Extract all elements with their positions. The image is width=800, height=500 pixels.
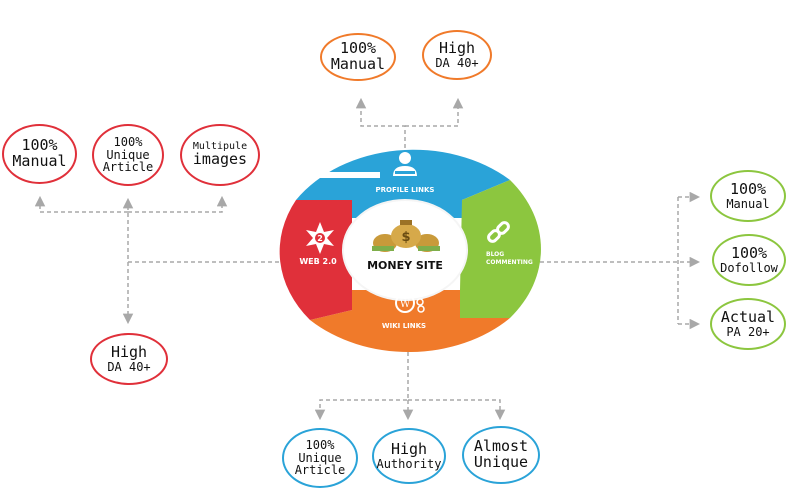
left-bubble-unique-article: 100% Unique Article — [92, 124, 164, 186]
bubble-line: 100% — [305, 438, 335, 453]
top-bubble-da: High DA 40+ — [422, 30, 492, 80]
profile-links-label: PROFILE LINKS — [376, 186, 435, 194]
bubble-line: Multipule — [192, 140, 248, 152]
bubble-line: 100% — [113, 135, 143, 150]
bubble-line: 100% — [729, 179, 767, 198]
wiki-links-segment[interactable] — [310, 290, 510, 353]
wiki-links-label: WIKI LINKS — [382, 322, 426, 330]
bubble-line: Article — [102, 160, 154, 175]
blog-label-line1: BLOG — [486, 251, 504, 258]
star-icon: 2 — [306, 222, 334, 254]
user-icon — [393, 152, 417, 176]
bubble-line: Manual — [330, 55, 386, 73]
blog-commenting-segment[interactable] — [460, 180, 541, 318]
bubble-line: Actual — [720, 307, 776, 326]
right-bubble-pa: Actual PA 20+ — [710, 298, 786, 350]
web20-label: WEB 2.0 — [299, 257, 337, 266]
bubble-line: Almost — [473, 437, 529, 456]
wiki-icon: W — [395, 293, 425, 313]
right-bubble-dofollow: 100% Dofollow — [712, 234, 786, 286]
top-bubble-manual: 100% Manual — [320, 33, 396, 81]
left-bubble-manual: 100% Manual — [2, 124, 77, 184]
bubble-line: Article — [294, 463, 346, 478]
ring — [268, 149, 541, 353]
bubble-line: High — [390, 439, 428, 458]
bubble-line: High — [438, 38, 476, 57]
bubble-line: PA 20+ — [726, 324, 770, 339]
center-circle — [342, 199, 468, 301]
bubble-line: Manual — [726, 196, 770, 211]
bubble-line: Dofollow — [720, 260, 778, 275]
bottom-bubble-authority: High Authority — [372, 428, 446, 484]
blog-label-line2: COMMENTING — [486, 259, 533, 266]
bubble-line: DA 40+ — [107, 359, 151, 374]
web20-segment[interactable] — [279, 200, 352, 320]
stripe-decoration — [268, 172, 380, 178]
svg-text:W: W — [400, 299, 411, 310]
bubble-line: 100% — [730, 243, 768, 262]
profile-links-segment[interactable] — [296, 149, 510, 218]
right-bubble-manual: 100% Manual — [710, 170, 786, 222]
bubble-line: images — [192, 150, 248, 169]
bubble-line: DA 40+ — [435, 55, 479, 70]
bottom-bubble-almost-unique: Almost Unique — [462, 426, 540, 484]
svg-text:$: $ — [401, 230, 410, 245]
left-bubble-images: Multipule images — [180, 124, 260, 186]
money-bags-icon: $ — [372, 220, 440, 252]
bubble-line: Unique — [298, 450, 342, 465]
bubble-line: Unique — [106, 147, 150, 162]
bubble-line: 100% — [21, 136, 58, 155]
bubble-line: Manual — [12, 152, 67, 170]
bubble-line: 100% — [339, 39, 377, 58]
bubble-line: Unique — [473, 453, 529, 471]
chain-link-icon — [487, 221, 510, 243]
bubble-line: Authority — [376, 456, 442, 471]
connector-lines — [34, 97, 701, 421]
money-site-label: MONEY SITE — [367, 259, 443, 272]
svg-text:2: 2 — [317, 234, 323, 243]
bottom-bubble-unique-article: 100% Unique Article — [282, 428, 358, 488]
bubble-line: High — [110, 342, 148, 361]
left-bubble-da: High DA 40+ — [90, 333, 168, 385]
